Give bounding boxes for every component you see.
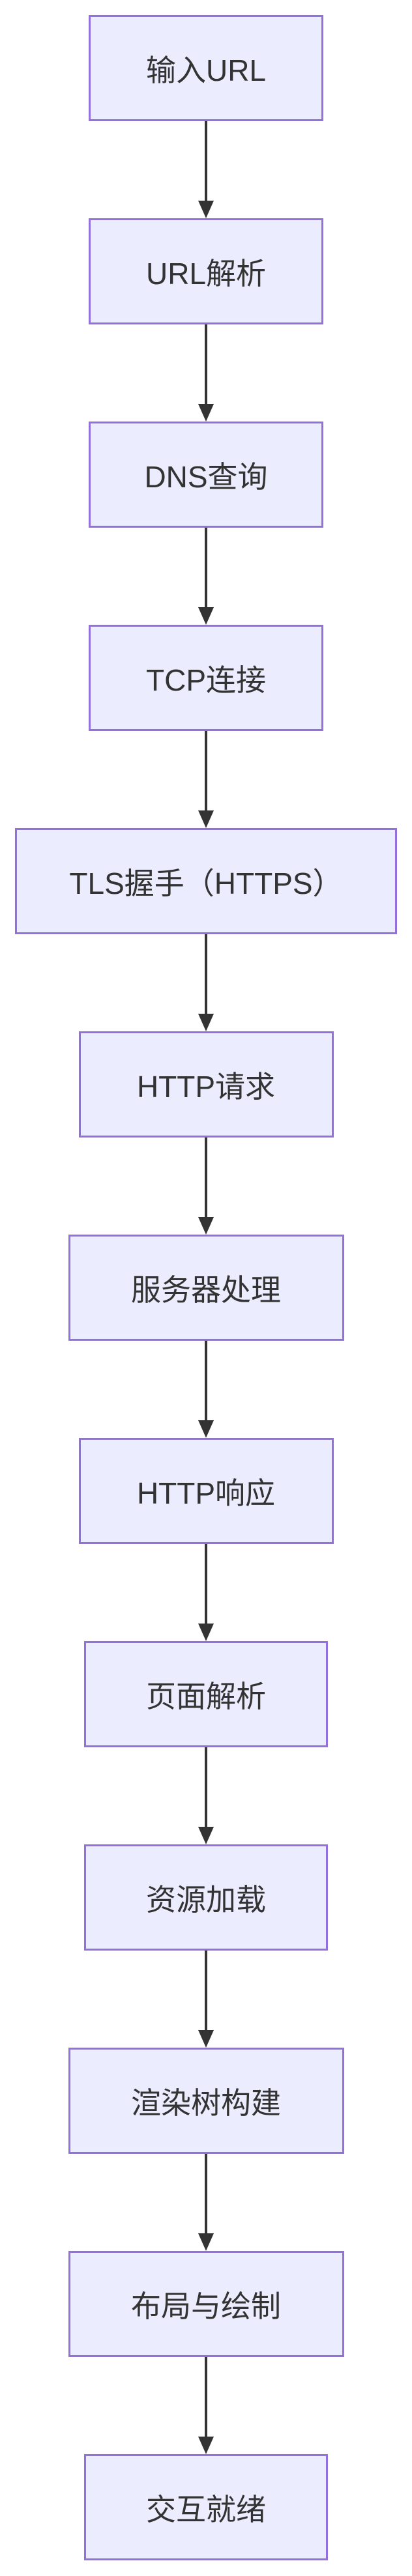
- flow-arrow-7: [198, 1341, 214, 1438]
- flow-arrow-11: [198, 2154, 214, 2251]
- flow-node-tls-handshake: TLS握手（HTTPS）: [15, 828, 397, 934]
- flow-node-label: TLS握手（HTTPS）: [69, 866, 343, 900]
- arrow-down-icon: [198, 2357, 214, 2454]
- arrow-down-icon: [198, 324, 214, 422]
- flow-node-label: 布局与绘制: [131, 2289, 281, 2323]
- flow-node-label: HTTP请求: [136, 1069, 276, 1104]
- flow-node-interactive-ready: 交互就绪: [84, 2454, 328, 2560]
- flow-node-http-request: HTTP请求: [78, 1031, 334, 1138]
- flow-node-label: 页面解析: [146, 1679, 266, 1713]
- flow-arrow-4: [198, 731, 214, 828]
- arrow-down-icon: [198, 1747, 214, 1844]
- flow-node-label: 交互就绪: [146, 2492, 266, 2526]
- arrow-down-icon: [198, 121, 214, 218]
- flow-node-tcp-connect: TCP连接: [89, 625, 323, 731]
- arrow-down-icon: [198, 731, 214, 828]
- flow-node-input-url: 输入URL: [89, 15, 323, 121]
- flow-arrow-1: [198, 121, 214, 218]
- flow-node-label: 资源加载: [146, 1882, 266, 1917]
- flow-node-label: 渲染树构建: [131, 2085, 281, 2120]
- flow-node-server-processing: 服务器处理: [68, 1235, 344, 1341]
- arrow-down-icon: [198, 2154, 214, 2251]
- arrow-down-icon: [198, 1951, 214, 2048]
- flow-node-url-parse: URL解析: [89, 218, 323, 324]
- flow-node-http-response: HTTP响应: [78, 1438, 334, 1544]
- flow-arrow-12: [198, 2357, 214, 2454]
- flow-node-render-tree: 渲染树构建: [68, 2048, 344, 2154]
- arrow-down-icon: [198, 934, 214, 1031]
- flow-node-label: 输入URL: [145, 53, 267, 87]
- flow-node-label: 服务器处理: [131, 1272, 281, 1307]
- flow-node-layout-paint: 布局与绘制: [68, 2251, 344, 2357]
- flow-node-resource-load: 资源加载: [84, 1844, 328, 1951]
- flow-arrow-10: [198, 1951, 214, 2048]
- flow-node-page-parse: 页面解析: [84, 1641, 328, 1747]
- arrow-down-icon: [198, 528, 214, 625]
- flow-arrow-2: [198, 324, 214, 422]
- flow-node-dns-lookup: DNS查询: [89, 422, 323, 528]
- flow-node-label: DNS查询: [144, 459, 268, 494]
- arrow-down-icon: [198, 1341, 214, 1438]
- flow-arrow-3: [198, 528, 214, 625]
- arrow-down-icon: [198, 1138, 214, 1235]
- flow-arrow-5: [198, 934, 214, 1031]
- flow-node-label: HTTP响应: [136, 1476, 276, 1510]
- flow-arrow-6: [198, 1138, 214, 1235]
- flow-arrow-9: [198, 1747, 214, 1844]
- flow-node-label: TCP连接: [146, 663, 266, 697]
- arrow-down-icon: [198, 1544, 214, 1641]
- flow-arrow-8: [198, 1544, 214, 1641]
- flow-node-label: URL解析: [145, 256, 267, 291]
